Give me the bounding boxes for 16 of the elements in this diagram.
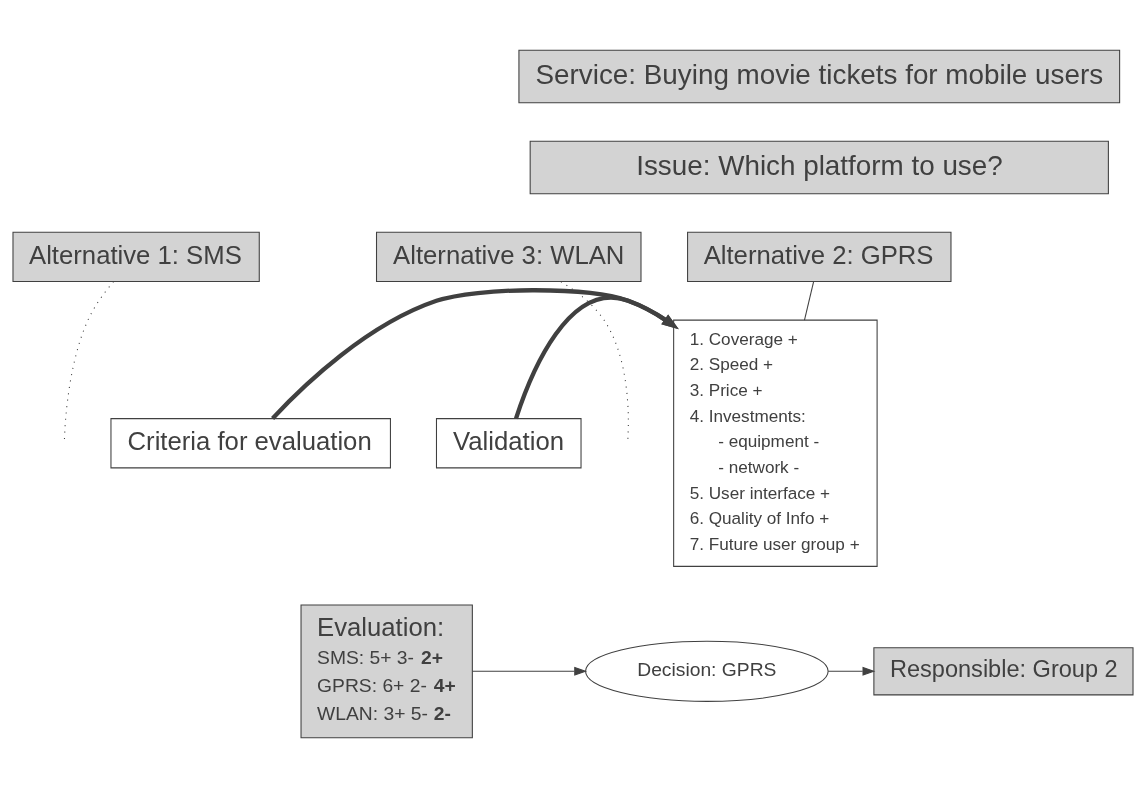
node-box: Service: Buying movie tickets for mobile users: [518, 49, 1121, 104]
node-box: Criteria for evaluation: [110, 418, 391, 469]
node-box: Evaluation: SMS: 5+ 3- 2+ GPRS: 6+ 2- 4+ WLAN: 3+ 5- 2-: [300, 604, 473, 739]
node-box: Issue: Which platform to use?: [529, 140, 1109, 195]
node-box: Alternative 2: GPRS: [687, 231, 952, 283]
arrow: [827, 666, 876, 676]
node-box: Alternative 3: WLAN: [375, 231, 642, 283]
arrow: [514, 295, 679, 420]
node-box: 1. Coverage + 2. Speed + 3. Price + 4. Investments: - equipment - - network - 5. User interface + 6. Quality of Info + 7. Future user group +: [673, 319, 878, 567]
arrow: [471, 666, 588, 676]
connector: [803, 281, 815, 321]
arrow: [271, 288, 679, 420]
node-box: Validation: [435, 418, 582, 469]
node-box: Alternative 1: SMS: [12, 231, 260, 283]
node-box: Responsible: Group 2: [873, 647, 1134, 696]
node-ellipse: Decision: GPRS: [585, 640, 829, 702]
